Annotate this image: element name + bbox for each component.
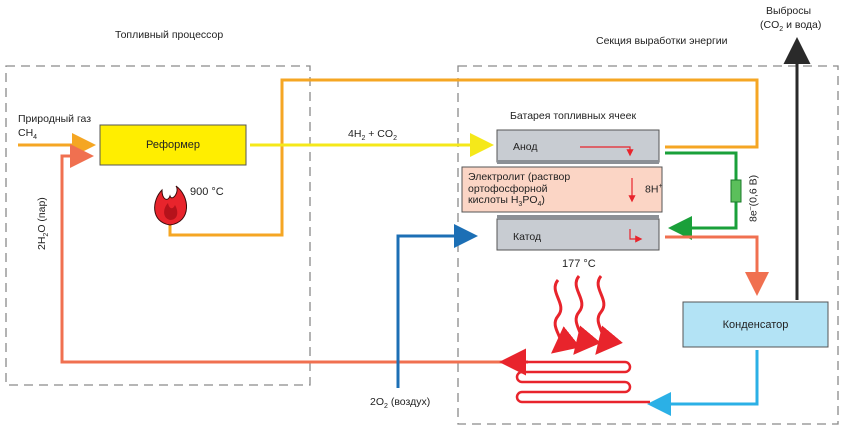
- methane-label: CH4: [18, 127, 38, 142]
- heat-exchanger-coil: [515, 360, 650, 404]
- stack-temperature: 177 °C: [562, 258, 596, 270]
- reformer-temperature: 900 °C: [190, 186, 224, 198]
- electrolyte-label: Электролит (раствор ортофосфорной кислот…: [468, 171, 571, 209]
- heat-waves: [550, 275, 623, 355]
- anode-flow-arrow: [580, 146, 634, 157]
- flame-icon: [154, 185, 188, 226]
- reformer-box: [99, 124, 247, 166]
- electrolyte-box: [461, 166, 663, 213]
- electron-flow-label: 8e–(0,6 В): [747, 174, 760, 222]
- cathode-label: Катод: [513, 231, 542, 243]
- load-resistor: [730, 179, 742, 203]
- emissions-title: Выбросы: [766, 5, 812, 17]
- cathode-plate: [496, 218, 660, 251]
- anode-label: Анод: [513, 141, 538, 153]
- protons-label: 8H+: [645, 183, 663, 196]
- condenser-box: [682, 301, 829, 348]
- hydrogen-co2-label: 4H2 + CO2: [348, 128, 397, 143]
- natural-gas-label: Природный газ: [18, 113, 92, 125]
- power-section-label: Секция выработки энергии: [596, 35, 728, 47]
- air-line: [396, 224, 478, 388]
- air-label: 2O2 (воздух): [370, 396, 431, 411]
- cathode-exhaust-line: [665, 235, 769, 296]
- cathode-flow-arrow: [629, 229, 643, 243]
- fuel-processor-label: Топливный процессор: [115, 29, 224, 41]
- condenser-label: Конденсатор: [722, 318, 789, 331]
- reformer-label: Реформер: [145, 139, 201, 151]
- steam-return-line: [60, 144, 515, 364]
- emissions-detail: (CO2 и вода): [760, 19, 822, 34]
- cathode-separator: [497, 215, 659, 219]
- steam-label: 2H2O (пар): [36, 197, 51, 250]
- electron-circuit: [665, 151, 738, 240]
- power-section-region: [457, 65, 839, 425]
- anode-separator: [497, 160, 659, 164]
- stack-title: Батарея топливных ячеек: [510, 110, 637, 122]
- anode-exhaust-line: [168, 78, 759, 237]
- fuel-processor-region: [5, 65, 311, 386]
- condensate-line: [647, 350, 759, 416]
